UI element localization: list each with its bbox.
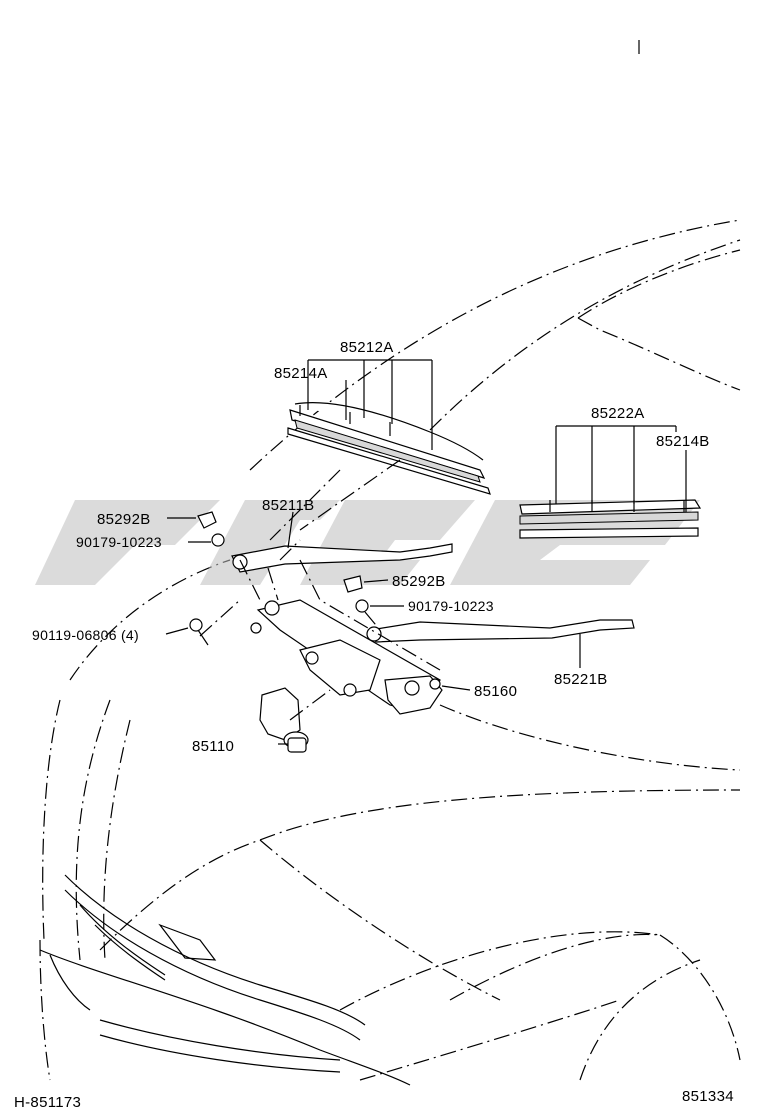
wiper-link-assembly [250,599,443,715]
grille-outline [39,874,411,1086]
label-85292B-right: 85292B [392,573,446,590]
nut-left [211,533,225,547]
label-85292B-left: 85292B [97,511,151,528]
label-90179-10223-left: 90179-10223 [76,534,162,550]
pivot-cap-left [197,511,217,529]
vehicle-body-outline [39,219,741,1081]
label-90179-10223-right: 90179-10223 [408,598,494,614]
alignment-lines [199,459,441,721]
nut-right [355,599,369,613]
bolt [189,618,209,646]
right-wiper-blade [519,499,702,539]
wiper-motor [259,687,309,753]
label-85214B: 85214B [656,433,710,450]
left-wiper-blade [287,402,491,495]
footer-right-code: 851334 [682,1088,734,1105]
leader-lines [165,359,687,745]
label-90119-06806: 90119-06806 (4) [32,627,139,643]
right-wiper-arm [366,619,635,643]
footer-left-code: H-851173 [14,1094,81,1111]
label-85211B: 85211B [262,497,314,514]
label-85214A: 85214A [274,365,328,382]
left-wiper-arm [231,543,453,573]
label-85221B: 85221B [554,671,608,688]
label-85212A: 85212A [340,339,394,356]
label-85222A: 85222A [591,405,645,422]
label-85110: 85110 [192,738,234,755]
label-85160: 85160 [474,683,517,700]
pivot-cap-right [343,575,363,593]
